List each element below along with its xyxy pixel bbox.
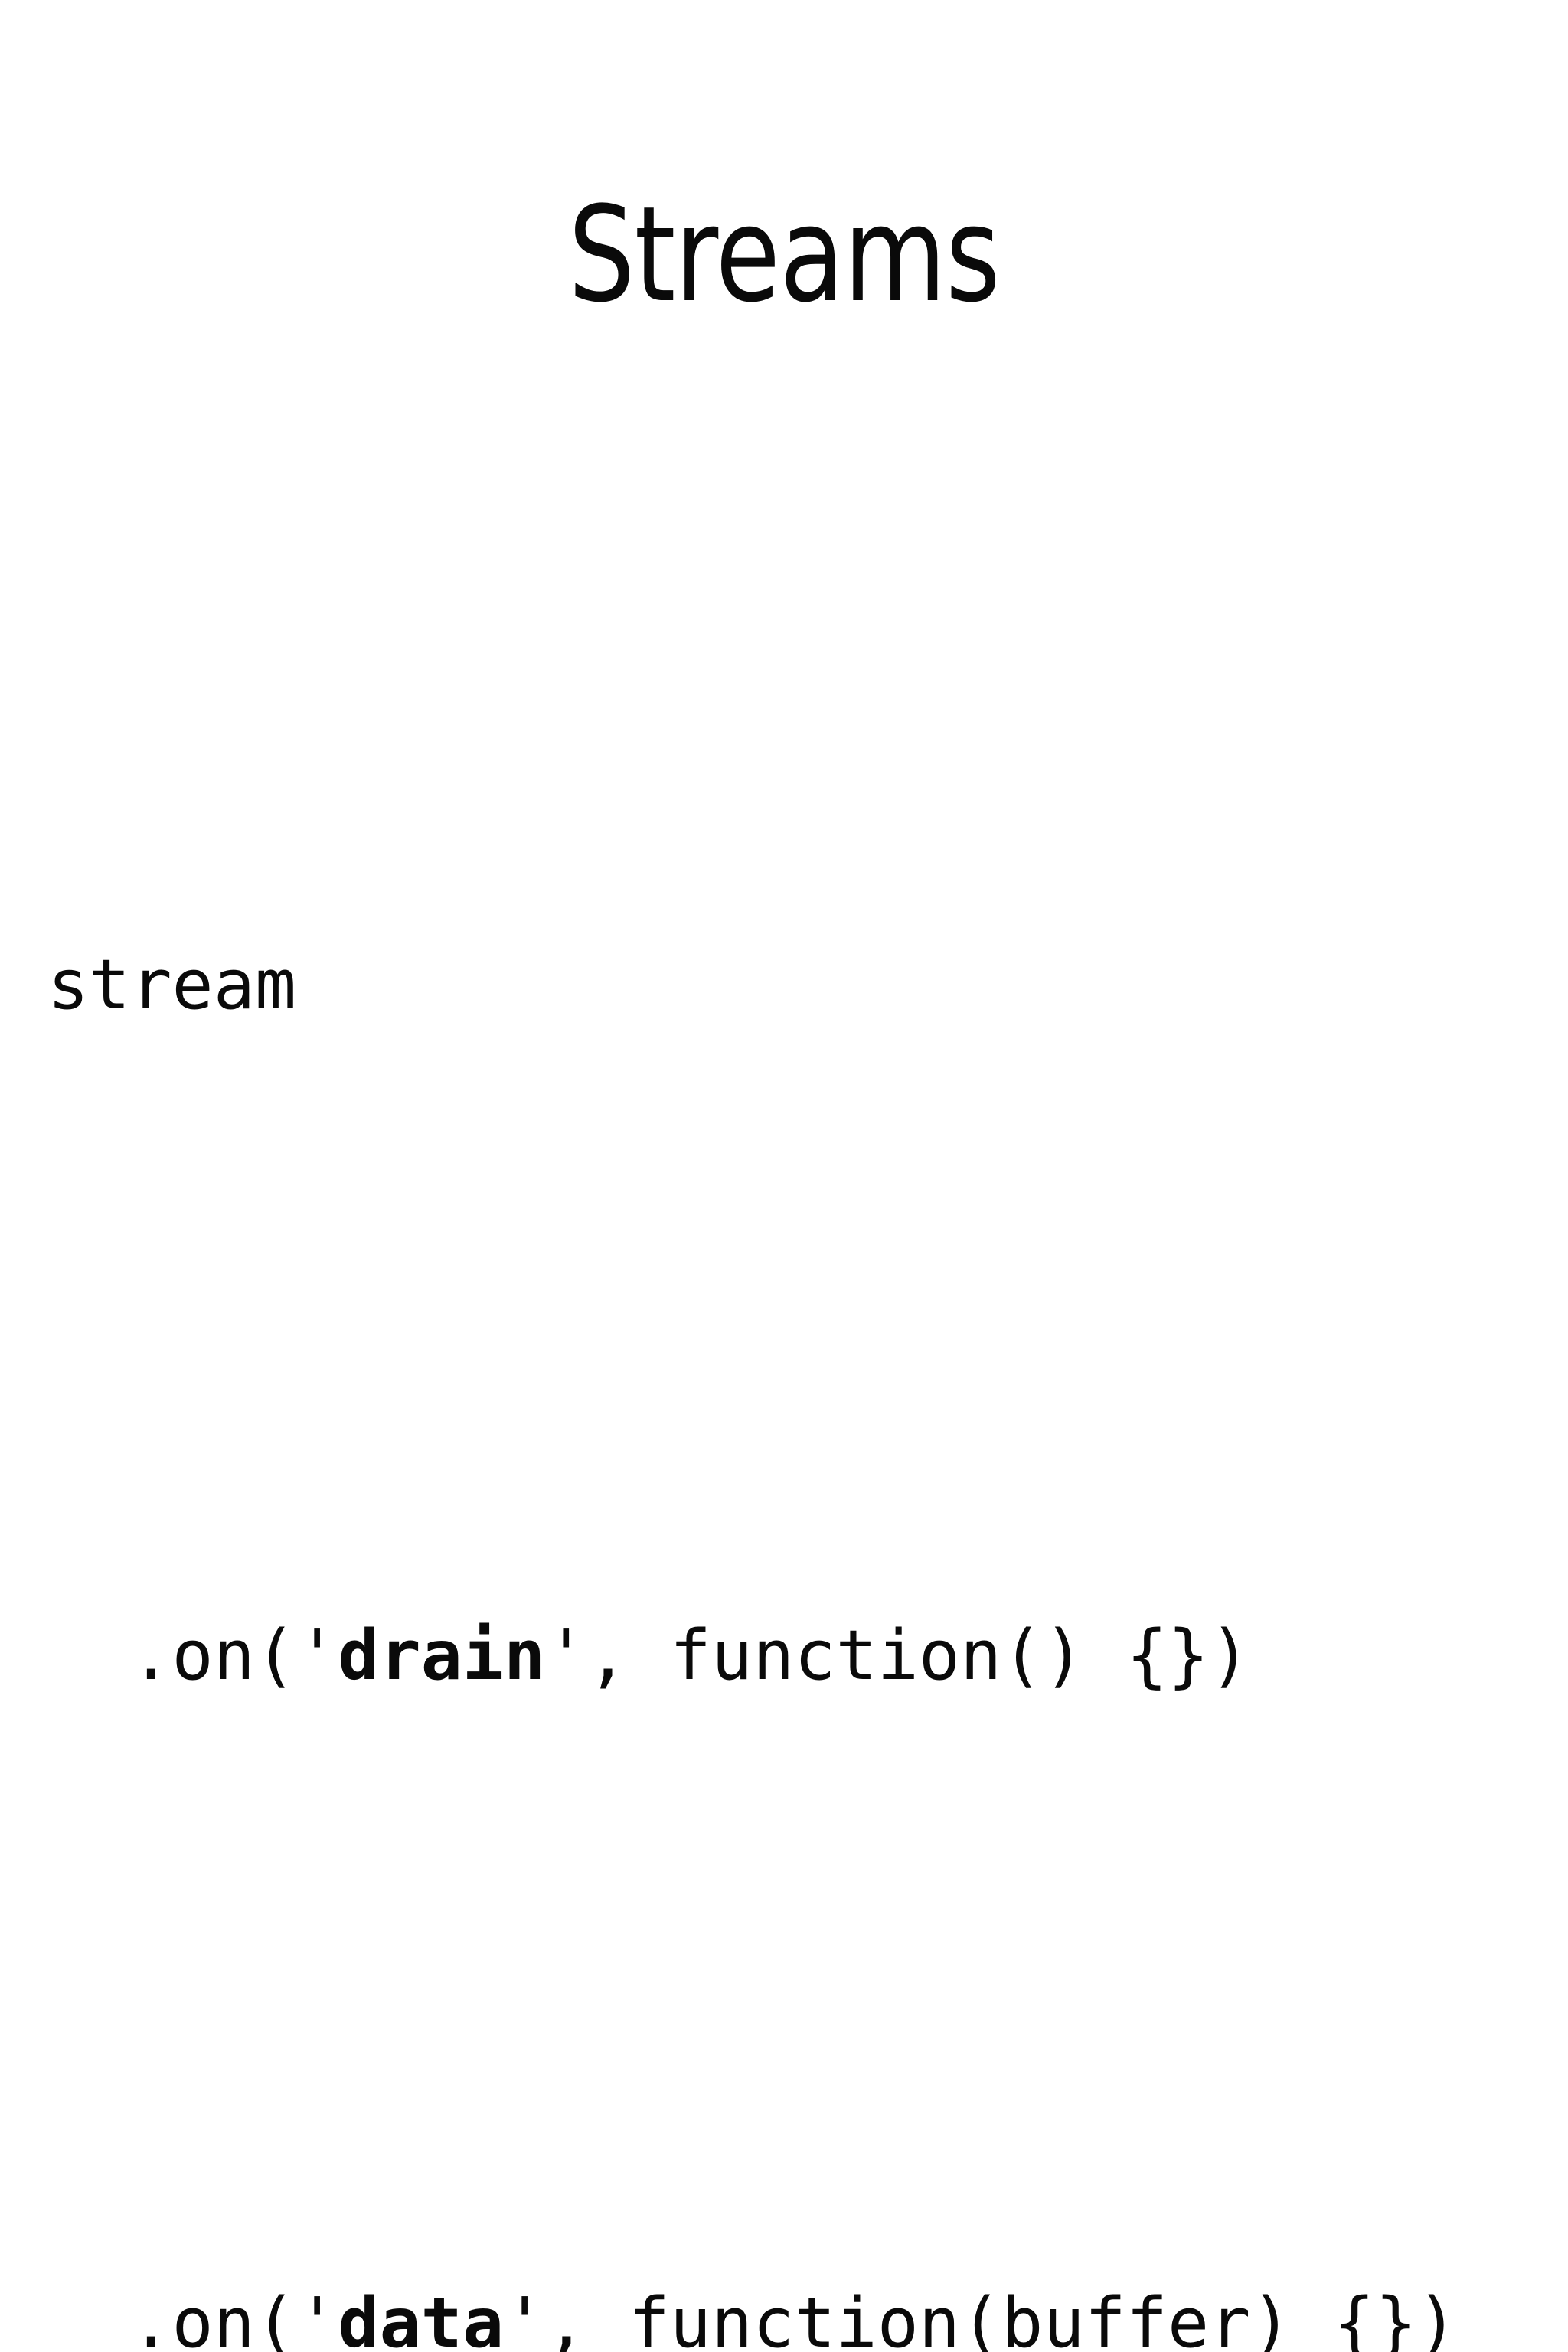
code-line: stream bbox=[47, 899, 1548, 1072]
code-indent bbox=[47, 1615, 130, 1696]
code-token-event-name: data bbox=[338, 2283, 505, 2352]
code-token-suffix: ', function() {}) bbox=[545, 1615, 1251, 1696]
presentation-slide: Streams stream .on('drain', function() {… bbox=[47, 178, 1459, 2352]
code-token-prefix: .on(' bbox=[130, 2283, 338, 2352]
code-indent bbox=[47, 2283, 130, 2352]
code-token-event-name: drain bbox=[338, 1615, 546, 1696]
page-title: Streams bbox=[568, 178, 1001, 332]
code-block: stream .on('drain', function() {}) .on('… bbox=[47, 398, 1548, 2352]
code-line: .on('data', function(buffer) {}) bbox=[47, 2240, 1548, 2352]
code-token-suffix: ', function(buffer) {}) bbox=[504, 2283, 1459, 2352]
code-line: .on('drain', function() {}) bbox=[47, 1573, 1548, 1740]
code-token-prefix: .on(' bbox=[130, 1615, 338, 1696]
code-token-prefix: stream bbox=[47, 945, 297, 1025]
